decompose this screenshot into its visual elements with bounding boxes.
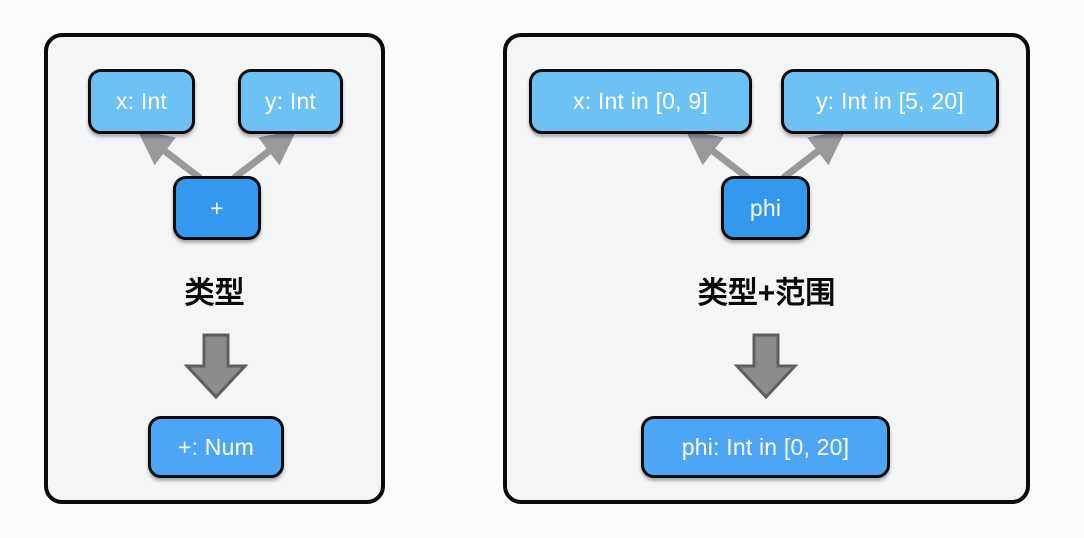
node-operand-y-left[interactable]: y: Int xyxy=(238,69,343,134)
node-operator-phi[interactable]: phi xyxy=(721,176,810,240)
node-result-left[interactable]: +: Num xyxy=(148,416,284,478)
down-arrow-icon-right xyxy=(733,333,799,400)
caption-type: 类型 xyxy=(184,277,245,310)
node-operand-x-left[interactable]: x: Int xyxy=(88,69,195,134)
node-operand-y-right[interactable]: y: Int in [5, 20] xyxy=(781,69,999,134)
node-result-right[interactable]: phi: Int in [0, 20] xyxy=(641,416,890,478)
node-operator-plus[interactable]: + xyxy=(173,176,261,240)
down-arrow-icon-left xyxy=(183,333,249,400)
caption-type-range: 类型+范围 xyxy=(697,277,836,310)
node-operand-x-right[interactable]: x: Int in [0, 9] xyxy=(529,69,752,134)
